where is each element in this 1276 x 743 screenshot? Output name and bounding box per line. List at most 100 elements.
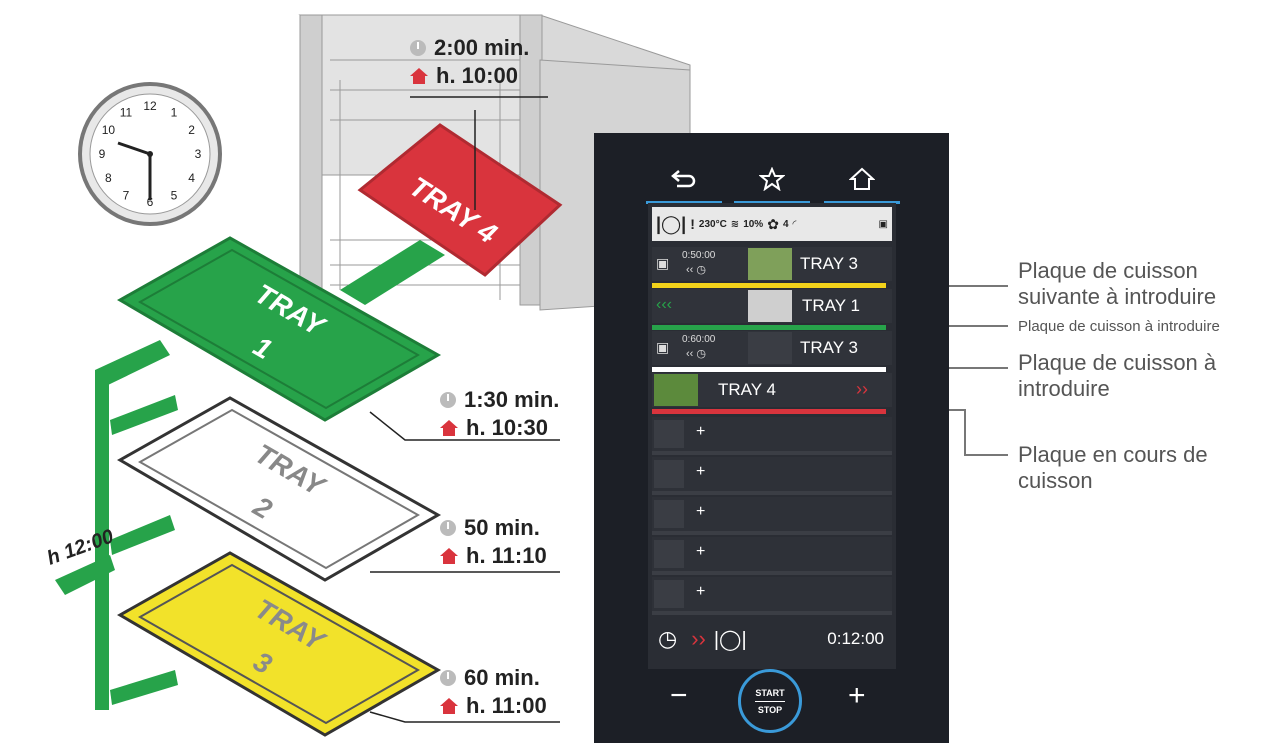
tray3-duration: 60 min. [464, 665, 540, 690]
callout-tray-to-insert-small: Plaque de cuisson à introduire [1018, 318, 1220, 335]
oven-control-panel: |◯| ! 230°C ≋ 10% ✿ 4 ◜ ▣ ▣ 0:50:00 ‹‹ ◷… [594, 133, 949, 743]
food-thumbnail [654, 374, 698, 406]
clock-number: 4 [188, 171, 195, 185]
clock-number: 3 [195, 147, 202, 161]
tray1-time-box: 1:30 min. h. 10:30 [440, 386, 559, 442]
home-icon [440, 698, 458, 714]
fan-value: 4 [782, 218, 789, 230]
tray-row-label: TRAY 3 [800, 338, 858, 357]
tray-row-bar-red [652, 409, 886, 414]
tray-row[interactable]: ‹‹‹ TRAY 1 [652, 289, 892, 323]
arrow-left-green-icon: ‹‹‹ [656, 296, 672, 313]
home-icon [849, 167, 875, 190]
tray-row-bar-yellow [652, 283, 886, 288]
clock-number: 1 [171, 105, 178, 119]
food-thumbnail [748, 332, 792, 364]
plus-button[interactable]: + [848, 679, 866, 712]
add-icon: + [696, 503, 706, 520]
start-stop-button[interactable]: START STOP [738, 669, 802, 733]
favorites-button[interactable] [734, 157, 810, 204]
tray2-time-box: 50 min. h. 11:10 [440, 514, 547, 570]
star-icon [759, 167, 785, 191]
green-flow-lines [55, 340, 178, 710]
clock-icon [654, 500, 684, 528]
empty-tray-row[interactable]: + [652, 457, 892, 495]
food-thumbnail [748, 248, 792, 280]
clock-icon [654, 540, 684, 568]
clock-number: 8 [105, 171, 112, 185]
top-hour: h. 10:00 [436, 63, 518, 88]
clock-icon [654, 580, 684, 608]
tray-row-label: TRAY 3 [800, 254, 858, 273]
home-icon [410, 68, 428, 84]
tray-row-time: 0:50:00 [682, 250, 716, 261]
arrow-left-icon: ‹‹ ◷ [686, 264, 706, 276]
tray-row-active[interactable]: TRAY 4 ›› [652, 373, 892, 407]
clock-number: 6 [147, 195, 154, 209]
home-icon [440, 548, 458, 564]
tray-row-time: 0:60:00 [682, 334, 716, 345]
button-divider [755, 700, 785, 702]
food-thumbnail [748, 290, 792, 322]
clock-icon [440, 670, 456, 686]
clock-icon [440, 520, 456, 536]
empty-tray-row[interactable]: + [652, 537, 892, 575]
fan-icon: ✿ [767, 215, 779, 232]
tray-time-leaders [369, 96, 560, 723]
callout-tray-cooking: Plaque en cours de cuisson [1018, 442, 1208, 493]
add-icon: + [696, 423, 706, 440]
tray2-hour: h. 11:10 [466, 543, 547, 568]
probe-icon: ▣ [878, 218, 888, 230]
back-icon [671, 170, 696, 188]
clock-number: 11 [120, 105, 133, 119]
top-time-box: 2:00 min. h. 10:00 [410, 34, 529, 90]
humidity-icon: ≋ [730, 218, 740, 230]
clock-number: 9 [99, 147, 106, 161]
tray-row-bar-white [652, 367, 886, 372]
callout-tray-to-insert: Plaque de cuisson à introduire [1018, 350, 1217, 401]
save-icon: ▣ [656, 339, 670, 355]
temperature-value: 230°C [698, 218, 727, 230]
oven-icon: |◯| [656, 213, 687, 234]
add-icon: + [696, 583, 706, 600]
countdown-value: 0:12:00 [827, 629, 884, 648]
empty-tray-row[interactable]: + [652, 417, 892, 455]
device-screen: |◯| ! 230°C ≋ 10% ✿ 4 ◜ ▣ ▣ 0:50:00 ‹‹ ◷… [648, 203, 896, 669]
empty-tray-row[interactable]: + [652, 577, 892, 615]
empty-tray-row[interactable]: + [652, 497, 892, 535]
callout-next-tray: Plaque de cuisson suivante à introduire [1018, 258, 1217, 309]
top-duration: 2:00 min. [434, 35, 530, 60]
clock-number: 10 [102, 123, 116, 137]
add-icon: + [696, 463, 706, 480]
tray-3: TRAY 3 [116, 551, 442, 737]
back-button[interactable] [646, 157, 722, 204]
clock-icon [654, 460, 684, 488]
tray3-hour: h. 11:00 [466, 693, 547, 718]
clock-icon [410, 40, 426, 56]
timer-icon: ◷ [658, 626, 678, 651]
tray-2: TRAY 2 [116, 396, 442, 582]
tray-1: TRAY 1 [116, 236, 442, 422]
tray-row-label: TRAY 4 [718, 380, 776, 399]
clock-number: 5 [171, 189, 178, 203]
clock-icon [654, 420, 684, 448]
clock-icon [440, 392, 456, 408]
arrow-right-red-icon: ›› [856, 379, 868, 399]
arrow-right-icon: ›› [691, 626, 706, 651]
tray2-duration: 50 min. [464, 515, 540, 540]
tray-row[interactable]: ▣ 0:50:00 ‹‹ ◷ TRAY 3 [652, 247, 892, 281]
tray-row-bar-green [652, 325, 886, 330]
home-button[interactable] [824, 157, 900, 204]
green-flow-top [340, 240, 445, 305]
timer-row: ◷ ›› |◯| 0:12:00 [652, 617, 892, 661]
status-bar: |◯| ! 230°C ≋ 10% ✿ 4 ◜ ▣ [652, 207, 892, 241]
alert-icon: ! [690, 216, 695, 232]
tray-row[interactable]: ▣ 0:60:00 ‹‹ ◷ TRAY 3 [652, 331, 892, 365]
tray-row-label: TRAY 1 [802, 296, 860, 315]
arrow-left-icon: ‹‹ ◷ [686, 348, 706, 360]
humidity-value: 10% [743, 218, 764, 230]
start-label: START [755, 687, 785, 698]
clock-number: 2 [188, 123, 195, 137]
minus-button[interactable]: − [670, 679, 688, 712]
